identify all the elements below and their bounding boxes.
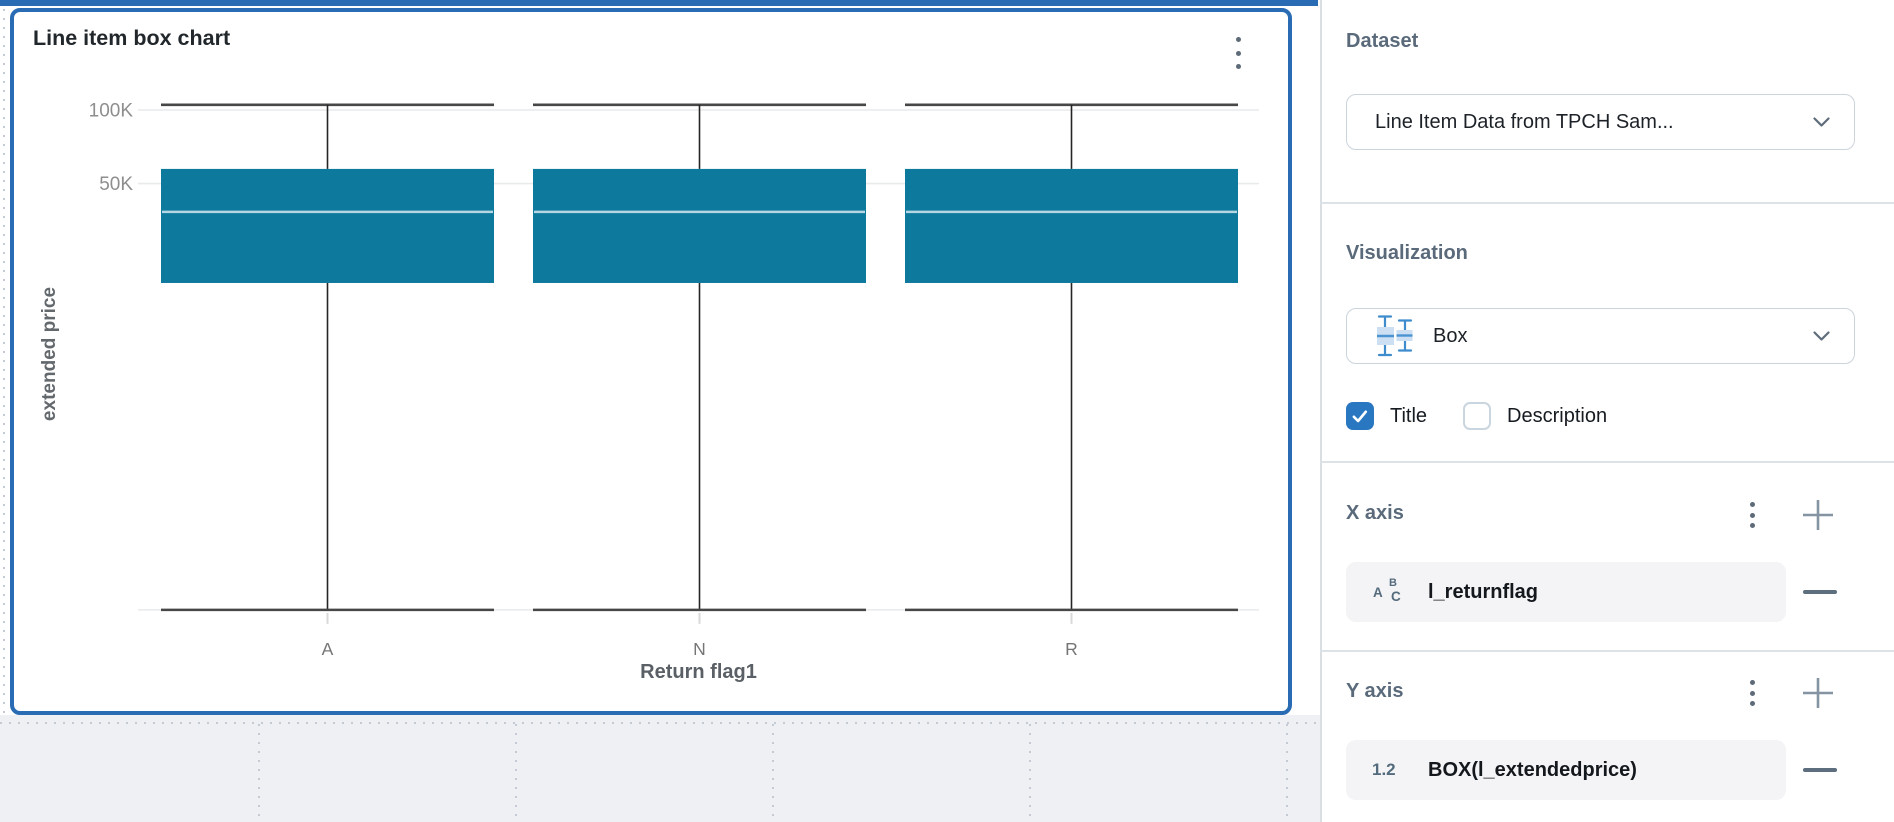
y-axis-title: extended price <box>39 286 60 422</box>
grid-dotted-line <box>258 724 260 822</box>
grid-dotted-line <box>0 722 1318 724</box>
x-tick-label: R <box>1065 639 1078 659</box>
y-axis-header: Y axis <box>1320 678 1894 708</box>
box-plot[interactable]: 100K 50K A N R <box>14 12 1288 711</box>
dataset-heading: Dataset <box>1346 30 1419 52</box>
description-checkbox[interactable] <box>1463 402 1492 430</box>
panel-divider <box>1320 0 1322 822</box>
section-divider <box>1320 202 1894 204</box>
section-divider <box>1320 461 1894 463</box>
x-tick-label: A <box>322 639 334 659</box>
x-axis-header: X axis <box>1320 500 1894 530</box>
dashboard-canvas: Line item box chart 100K 50K A N R Return fl… <box>0 0 1320 822</box>
remove-y-field-button[interactable] <box>1803 768 1837 772</box>
y-axis-menu-icon[interactable] <box>1742 678 1762 708</box>
x-tick-label: N <box>693 639 706 659</box>
add-x-field-icon[interactable] <box>1799 496 1837 534</box>
y-tick-label: 100K <box>89 101 134 122</box>
box-N[interactable] <box>533 103 866 612</box>
y-field-name: BOX(l_extendedprice) <box>1428 758 1637 781</box>
grid-dotted-line <box>772 724 774 822</box>
kebab-dot <box>1235 50 1241 56</box>
grid-dotted-line <box>1029 724 1031 822</box>
chart-title: Line item box chart <box>33 26 231 50</box>
grid-dotted-line <box>515 724 517 822</box>
box-A[interactable] <box>161 103 494 612</box>
x-field-name: l_returnflag <box>1428 580 1539 603</box>
box-viz-icon <box>1377 315 1413 357</box>
title-checkbox-label: Title <box>1390 404 1428 427</box>
grid-dotted-line <box>1286 724 1288 822</box>
field-pill-y[interactable]: 1.2 BOX(l_extendedprice) <box>1346 740 1786 800</box>
description-checkbox-label: Description <box>1507 404 1608 427</box>
y-axis-heading: Y axis <box>1346 680 1404 702</box>
y-tick-label: 50K <box>99 174 133 195</box>
settings-panel: Dataset Line Item Data from TPCH Sam... … <box>1320 0 1894 822</box>
chevron-down-icon <box>1813 116 1830 127</box>
visualization-value: Box <box>1433 324 1468 347</box>
checkmark-icon <box>1352 410 1368 423</box>
number-type-icon: 1.2 <box>1372 760 1396 779</box>
section-divider <box>1320 650 1894 652</box>
dashboard-grid-area <box>0 715 1320 822</box>
dataset-value: Line Item Data from TPCH Sam... <box>1375 110 1674 133</box>
visualization-heading: Visualization <box>1346 242 1468 264</box>
adjacent-selection-edge <box>0 0 1318 6</box>
remove-x-field-button[interactable] <box>1803 590 1837 594</box>
x-axis-menu-icon[interactable] <box>1742 500 1762 530</box>
x-axis-title: Return flag1 <box>640 661 757 683</box>
kebab-dot <box>1235 64 1241 69</box>
visualization-dropdown[interactable]: Box <box>1346 308 1855 364</box>
chart-card[interactable]: Line item box chart 100K 50K A N R Return fl… <box>10 8 1292 715</box>
add-y-field-icon[interactable] <box>1799 674 1837 712</box>
chevron-down-icon <box>1813 330 1830 341</box>
dataset-dropdown[interactable]: Line Item Data from TPCH Sam... <box>1346 94 1855 150</box>
kebab-dot <box>1235 37 1241 42</box>
box-R[interactable] <box>905 103 1238 612</box>
card-options-row: Title Description <box>1346 400 1607 432</box>
chart-menu-icon[interactable] <box>1226 36 1250 70</box>
grid-dotted-line <box>3 0 5 822</box>
x-axis-heading: X axis <box>1346 502 1404 524</box>
title-checkbox[interactable] <box>1346 402 1374 430</box>
